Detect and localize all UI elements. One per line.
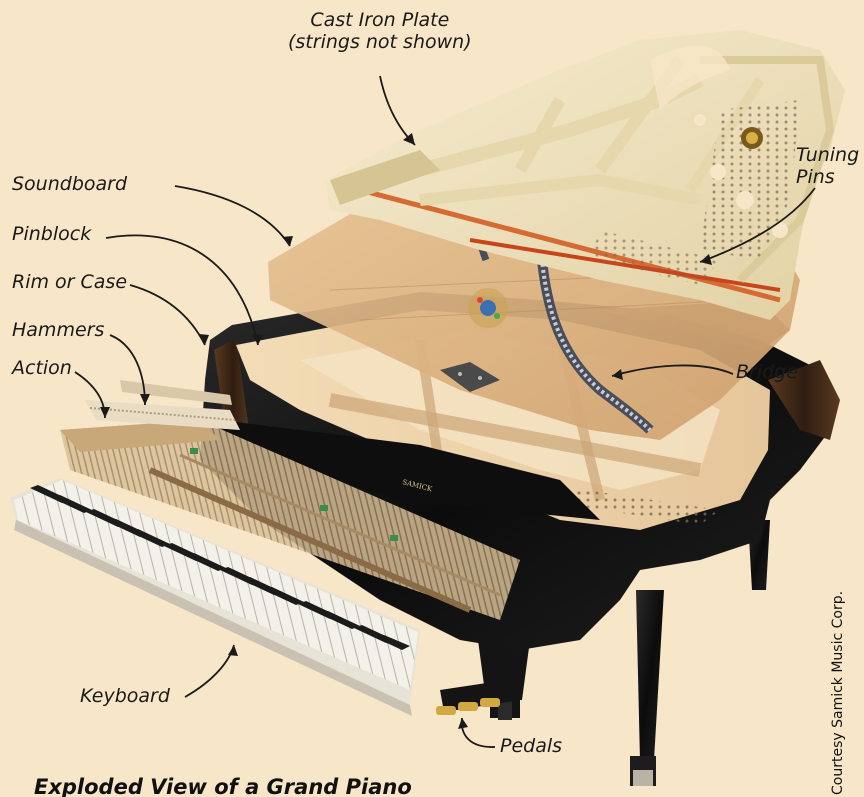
figure-caption: Exploded View of a Grand Piano <box>34 775 412 797</box>
label-bridge: Bridge <box>736 362 798 384</box>
label-keyboard: Keyboard <box>80 686 170 708</box>
label-hammers: Hammers <box>12 320 104 342</box>
leader-hammers <box>110 335 145 405</box>
image-credit: Courtesy Samick Music Corp. <box>830 591 846 795</box>
label-soundboard: Soundboard <box>12 174 127 196</box>
label-action: Action <box>12 358 72 380</box>
label-cast-iron-plate-text: Cast Iron Plate (strings not shown) <box>288 10 472 54</box>
label-cast-iron-plate: Cast Iron Plate (strings not shown) <box>288 10 472 54</box>
leader-keyboard <box>185 645 234 697</box>
leader-rim-case <box>130 285 205 345</box>
label-pedals: Pedals <box>500 736 562 758</box>
label-rim-or-case: Rim or Case <box>12 272 127 294</box>
label-tuning-pins: Tuning Pins <box>796 145 859 189</box>
label-tuning-pins-text: Tuning Pins <box>796 145 859 189</box>
leader-cast-iron-plate <box>380 76 415 145</box>
label-pinblock: Pinblock <box>12 224 91 246</box>
leader-soundboard <box>175 186 290 246</box>
leader-pedals <box>462 718 495 747</box>
